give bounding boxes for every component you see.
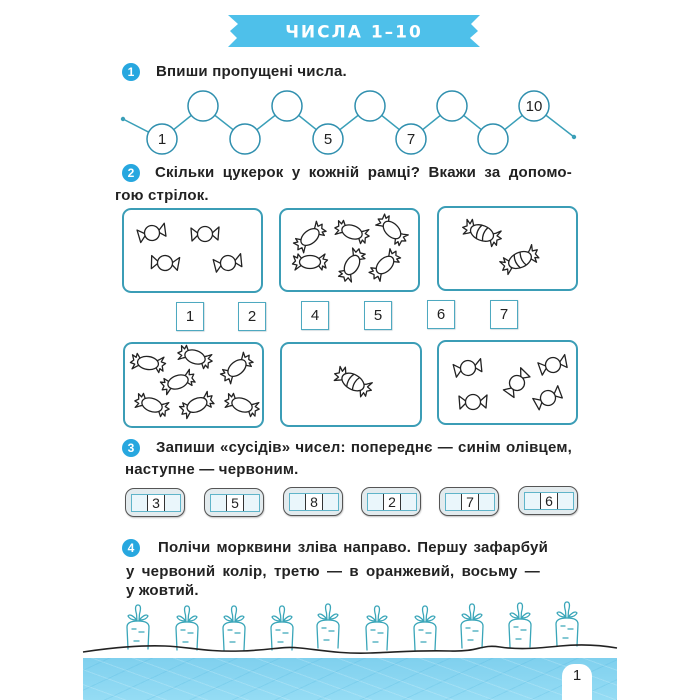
chain-circle bbox=[477, 123, 509, 155]
chain-end-dot bbox=[571, 134, 577, 140]
prev-cell bbox=[211, 495, 226, 511]
chain-value: 1 bbox=[158, 131, 166, 148]
title-banner: ЧИСЛА 1–10 bbox=[228, 15, 480, 47]
task-number-badge: 4 bbox=[122, 539, 140, 557]
chain-circle bbox=[146, 123, 178, 155]
chain-circle bbox=[436, 90, 468, 122]
task-2-text-line-2: гою стрілок. bbox=[115, 187, 209, 204]
task-number-badge: 3 bbox=[122, 439, 140, 457]
number-cell: 5 bbox=[226, 495, 244, 511]
prev-cell bbox=[446, 494, 461, 510]
task-number-badge: 2 bbox=[122, 164, 140, 182]
task-2-text-line-1: Скільки цукерок у кожній рамці? Вкажи за… bbox=[155, 164, 572, 181]
candy-frame-top-3 bbox=[437, 206, 578, 291]
carrot-icons bbox=[126, 601, 579, 651]
chain-circle bbox=[518, 90, 550, 122]
number-chain: 1 5 7 10 bbox=[120, 90, 577, 155]
next-cell bbox=[479, 494, 494, 510]
number-cell: 8 bbox=[305, 494, 323, 510]
task-4-text-line-3: у жовтий. bbox=[126, 582, 199, 599]
page-title: ЧИСЛА 1–10 bbox=[285, 23, 423, 43]
answer-box: 5 bbox=[364, 301, 392, 330]
prev-cell bbox=[290, 494, 305, 510]
task-4-text-line-1: Полічи морквини зліва направо. Першу заф… bbox=[158, 539, 548, 556]
chain-value: 7 bbox=[407, 131, 415, 148]
prev-cell bbox=[132, 495, 147, 511]
next-cell bbox=[401, 494, 416, 510]
candy-frame-bottom-3 bbox=[437, 340, 578, 425]
answer-box: 4 bbox=[301, 301, 329, 330]
chain-value: 5 bbox=[324, 131, 332, 148]
task-1-text: Впиши пропущені числа. bbox=[156, 63, 347, 80]
chain-circle bbox=[271, 90, 303, 122]
next-cell bbox=[165, 495, 180, 511]
neighbor-pill: 7 bbox=[439, 487, 499, 516]
number-cell: 7 bbox=[461, 494, 479, 510]
neighbor-pill: 3 bbox=[125, 488, 185, 517]
chain-circle bbox=[395, 123, 427, 155]
next-cell bbox=[323, 494, 338, 510]
footer-band bbox=[83, 658, 617, 700]
task-3-text-line-1: Запиши «сусідів» чисел: попереднє — сині… bbox=[156, 439, 572, 456]
candy-frame-top-1 bbox=[122, 208, 263, 293]
answer-box: 7 bbox=[490, 300, 518, 329]
chain-circle bbox=[312, 123, 344, 155]
neighbor-pill: 8 bbox=[283, 487, 343, 516]
answer-box: 2 bbox=[238, 302, 266, 331]
neighbor-pill: 6 bbox=[518, 486, 578, 515]
next-cell bbox=[244, 495, 259, 511]
prev-cell bbox=[368, 494, 383, 510]
next-cell bbox=[558, 493, 573, 509]
number-cell: 6 bbox=[540, 493, 558, 509]
task-4-text-line-2: у червоний колір, третю — в оранжевий, в… bbox=[126, 563, 540, 580]
ground-line bbox=[82, 644, 618, 654]
chain-circle bbox=[354, 90, 386, 122]
answer-box: 1 bbox=[176, 302, 204, 331]
task-number-badge: 1 bbox=[122, 63, 140, 81]
chain-circle bbox=[187, 90, 219, 122]
neighbor-pill: 2 bbox=[361, 487, 421, 516]
answer-box: 6 bbox=[427, 300, 455, 329]
prev-cell bbox=[525, 493, 540, 509]
task-3-text-line-2: наступне — червоним. bbox=[125, 461, 299, 478]
chain-value: 10 bbox=[526, 98, 543, 115]
number-cell: 2 bbox=[383, 494, 401, 510]
chain-start-dot bbox=[120, 116, 126, 122]
number-cell: 3 bbox=[147, 495, 165, 511]
neighbor-pill: 5 bbox=[204, 488, 264, 517]
page-number: 1 bbox=[562, 664, 592, 700]
chain-circle bbox=[229, 123, 261, 155]
